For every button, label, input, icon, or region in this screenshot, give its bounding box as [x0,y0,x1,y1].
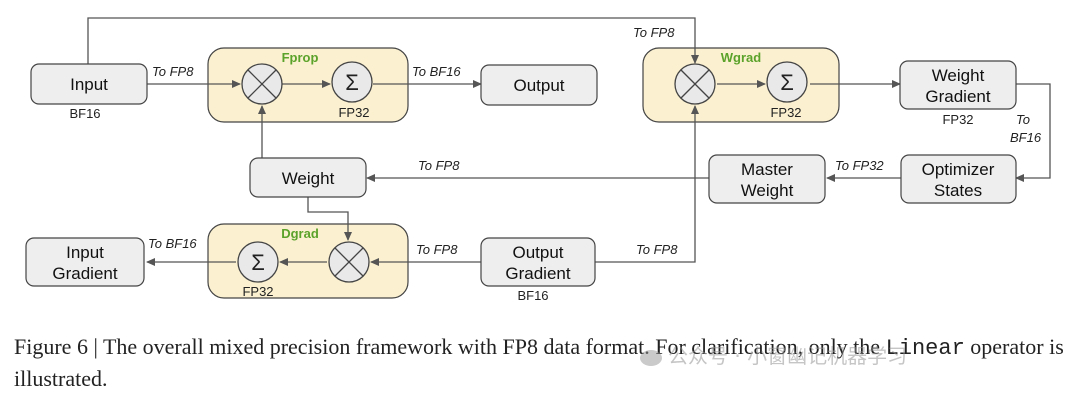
label-input-to-fprop: To FP8 [152,64,194,79]
output-node: Output [480,64,598,106]
output-label: Output [513,76,564,95]
dgrad-title: Dgrad [281,226,319,241]
label-optimizer-to-master: To FP32 [835,158,884,173]
label-dgrad-to-input-grad: To BF16 [148,236,197,251]
optimizer-states-node: Optimizer States [900,154,1017,204]
master-weight-label-2: Weight [741,181,794,200]
figure-caption: Figure 6 | The overall mixed precision f… [14,332,1074,394]
caption-prefix: Figure 6 | The overall mixed precision f… [14,334,886,359]
caption-code: Linear [885,336,965,361]
edges [87,17,1051,266]
input-gradient-node: Input Gradient [25,237,145,287]
edge-input-to-wgrad [87,17,699,64]
fprop-sum-dtype: FP32 [338,105,369,120]
master-weight-node: Master Weight [708,154,826,204]
watermark: 公众号 · 小窗幽记机器学习 [640,340,907,369]
wgrad-sum-dtype: FP32 [770,105,801,120]
output-gradient-label-2: Gradient [505,264,570,283]
fprop-multiply-icon [241,63,283,105]
input-gradient-label-2: Gradient [52,264,117,283]
output-gradient-node: Output Gradient BF16 [480,237,596,303]
label-input-to-wgrad: To FP8 [633,25,675,40]
label-fprop-to-output: To BF16 [412,64,461,79]
wgrad-title: Wgrad [721,50,762,65]
weight-gradient-node: Weight Gradient FP32 [899,60,1017,127]
optimizer-states-label-1: Optimizer [922,160,995,179]
weight-gradient-label-1: Weight [932,66,985,85]
weight-label: Weight [282,169,335,188]
output-gradient-label-1: Output [512,243,563,262]
wgrad-multiply-icon [674,63,716,105]
edge-weight-gradient-to-optimizer [1015,83,1051,182]
input-dtype: BF16 [69,106,100,121]
fprop-sum-symbol: Σ [345,70,359,95]
dgrad-sum-dtype: FP32 [242,284,273,299]
wgrad-sum-icon: Σ [766,61,808,103]
label-output-grad-to-dgrad: To FP8 [416,242,458,257]
input-node: Input BF16 [30,63,148,121]
dgrad-sum-symbol: Σ [251,250,265,275]
label-wgrad-to-optimizer-2: BF16 [1010,130,1042,145]
label-wgrad-to-optimizer-1: To [1016,112,1030,127]
weight-node: Weight [249,157,367,198]
input-gradient-label-1: Input [66,243,104,262]
edge-weight-to-dgrad [307,197,352,241]
edge-output-grad-to-wgrad [595,105,699,263]
diagram: Fprop Wgrad Dgrad To FP8 To BF16 To FP8 … [25,17,1051,303]
diagram-canvas: Fprop Wgrad Dgrad To FP8 To BF16 To FP8 … [25,17,1051,303]
master-weight-label-1: Master [741,160,793,179]
label-master-to-weight: To FP8 [418,158,460,173]
label-output-grad-to-wgrad: To FP8 [636,242,678,257]
weight-gradient-label-2: Gradient [925,87,990,106]
weight-gradient-dtype: FP32 [942,112,973,127]
dgrad-multiply-icon [328,241,370,283]
wgrad-sum-symbol: Σ [780,70,794,95]
fprop-title: Fprop [282,50,319,65]
dgrad-sum-icon: Σ [237,241,279,283]
fprop-sum-icon: Σ [331,61,373,103]
caption-suffix: operator is illustrated. [14,334,1064,391]
wechat-icon [640,349,662,366]
watermark-text: 公众号 · 小窗幽记机器学习 [668,344,908,368]
optimizer-states-label-2: States [934,181,982,200]
output-gradient-dtype: BF16 [517,288,548,303]
input-label: Input [70,75,108,94]
